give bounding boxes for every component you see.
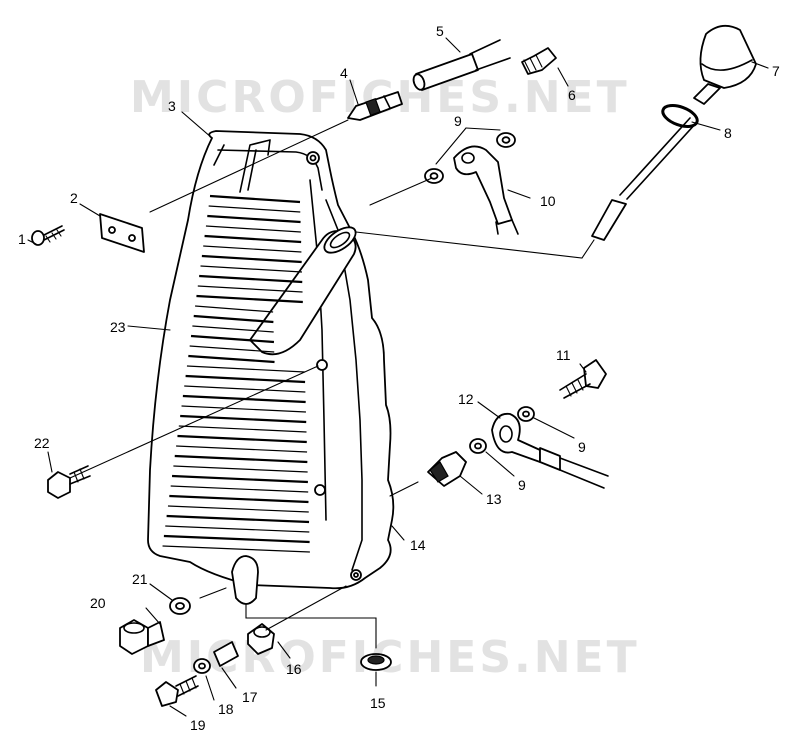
callout-12: 12 bbox=[458, 391, 474, 407]
callout-7: 7 bbox=[772, 63, 780, 79]
callout-14: 14 bbox=[410, 537, 426, 553]
dipstick-7 bbox=[591, 24, 757, 241]
tank-rib-line bbox=[171, 474, 308, 484]
fitting-4 bbox=[347, 91, 403, 121]
callout-3: 3 bbox=[168, 98, 176, 114]
tank-rib-line bbox=[180, 414, 307, 424]
callout-5: 5 bbox=[436, 23, 444, 39]
tank-rib-line bbox=[189, 345, 275, 353]
watermark-top: MICROFICHES.NET bbox=[130, 72, 630, 123]
tank-rib-line bbox=[167, 505, 309, 513]
grommet-15 bbox=[360, 653, 392, 671]
tank-rib-line bbox=[163, 534, 310, 544]
tank-rib-line bbox=[203, 245, 302, 253]
washer-18 bbox=[193, 658, 211, 674]
tank-rib-line bbox=[170, 485, 309, 493]
callout-6: 6 bbox=[568, 87, 576, 103]
tank-rib-line bbox=[201, 254, 302, 264]
tank-rib-line bbox=[162, 545, 310, 553]
tank-rib-line bbox=[192, 325, 274, 333]
tank-rib-line bbox=[200, 265, 303, 273]
callout-20: 20 bbox=[90, 595, 106, 611]
callout-18: 18 bbox=[218, 701, 234, 717]
tank-rib-line bbox=[184, 385, 306, 393]
tank-rib-line bbox=[197, 285, 303, 293]
callout-22: 22 bbox=[34, 435, 50, 451]
tank-rib-line bbox=[166, 514, 310, 524]
tank-rib-line bbox=[176, 445, 308, 453]
callout-23: 23 bbox=[110, 319, 126, 335]
banjo-12 bbox=[469, 406, 609, 489]
tank-rib-line bbox=[209, 194, 301, 204]
callout-4: 4 bbox=[340, 65, 348, 81]
tank-rib-line bbox=[190, 334, 275, 344]
callout-9-lower: 9 bbox=[518, 477, 526, 493]
callout-17: 17 bbox=[242, 689, 258, 705]
tank-rib-line bbox=[178, 425, 307, 433]
tank-rib-line bbox=[173, 465, 308, 473]
sleeve-17 bbox=[213, 641, 239, 667]
callout-13: 13 bbox=[486, 491, 502, 507]
fitting-13 bbox=[427, 451, 467, 487]
callout-16: 16 bbox=[286, 661, 302, 677]
tank-ribs bbox=[162, 194, 310, 553]
tank-rib-line bbox=[195, 305, 274, 313]
tank-rib-line bbox=[199, 274, 303, 284]
oil-tank bbox=[147, 130, 395, 605]
tank-rib-line bbox=[188, 354, 275, 364]
hose-5 bbox=[412, 39, 511, 91]
washer-21 bbox=[169, 597, 191, 615]
tank-rib-line bbox=[174, 454, 308, 464]
tank-rib-line bbox=[205, 225, 301, 233]
callout-2: 2 bbox=[70, 190, 78, 206]
tank-rib-line bbox=[186, 365, 305, 373]
bolt-6 bbox=[521, 47, 557, 75]
tank-rib-line bbox=[181, 405, 306, 413]
callout-8: 8 bbox=[724, 125, 732, 141]
bracket-2 bbox=[99, 213, 145, 253]
tank-rib-line bbox=[208, 205, 301, 213]
bolt-19 bbox=[155, 675, 199, 707]
tank-rib-line bbox=[196, 294, 303, 304]
tank-rib-line bbox=[177, 434, 307, 444]
tank-rib-line bbox=[165, 525, 310, 533]
callout-9-top: 9 bbox=[454, 113, 462, 129]
callout-11: 11 bbox=[556, 347, 571, 363]
callout-21: 21 bbox=[132, 571, 148, 587]
callout-10: 10 bbox=[540, 193, 556, 209]
tank-rib-line bbox=[193, 314, 274, 324]
callout-1: 1 bbox=[18, 231, 26, 247]
callout-9-right: 9 bbox=[578, 439, 586, 455]
tank-rib-line bbox=[204, 234, 302, 244]
tank-rib-line bbox=[207, 214, 301, 224]
tank-rib-line bbox=[169, 494, 309, 504]
bolt-11 bbox=[559, 359, 607, 399]
oring-8 bbox=[661, 104, 699, 128]
fitting-16 bbox=[247, 623, 275, 655]
callout-labels: 1 2 3 4 5 6 7 8 9 9 9 10 11 12 13 14 15 … bbox=[18, 23, 780, 733]
screw-1 bbox=[31, 225, 65, 246]
banjo-10 bbox=[424, 132, 519, 235]
callout-15: 15 bbox=[370, 695, 386, 711]
leader-lines bbox=[27, 37, 769, 717]
callout-19: 19 bbox=[190, 717, 206, 733]
bolt-22 bbox=[47, 465, 91, 499]
drain-plug-20 bbox=[119, 619, 165, 655]
